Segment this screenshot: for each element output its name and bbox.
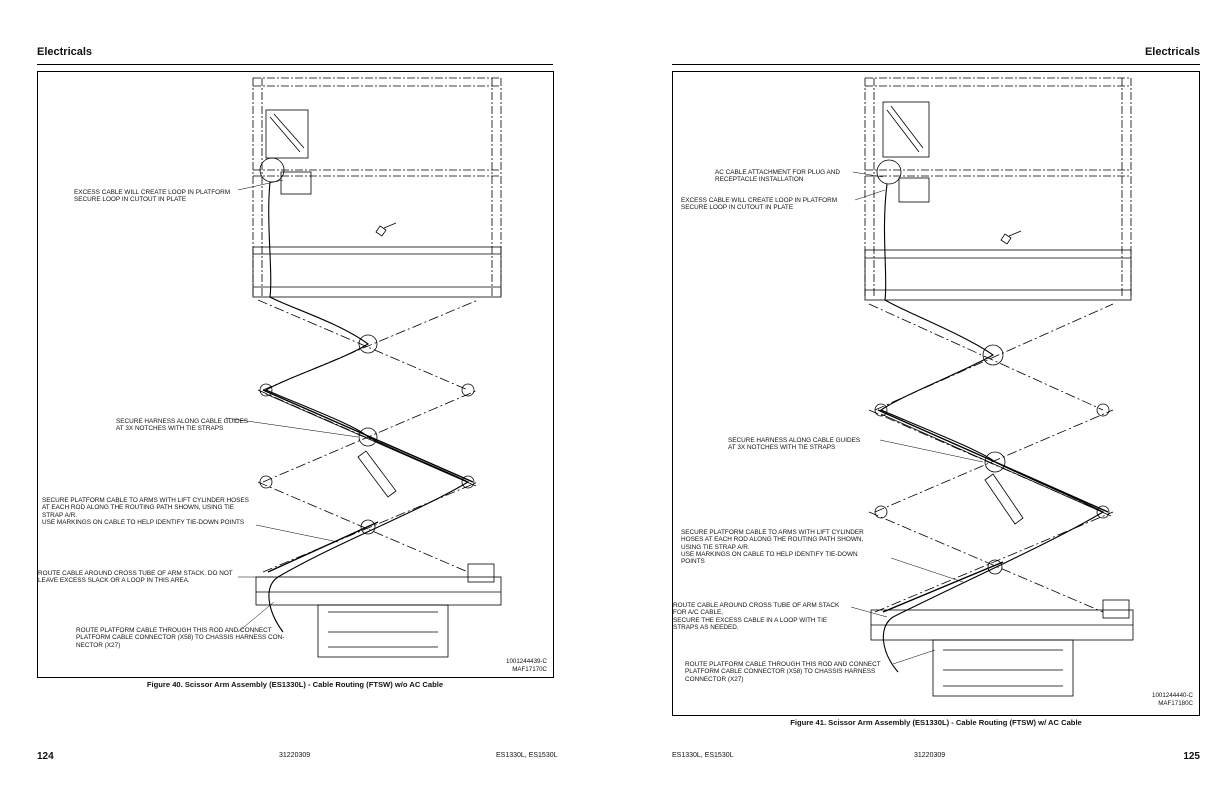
header-rule [672,64,1200,65]
right-page: Electricals [612,0,1224,792]
header-rule [37,64,553,65]
page-number: 125 [1183,751,1200,762]
drawing-id: 1001244440-C MAF17180C [1152,692,1193,707]
model-list: ES1330L, ES1530L [672,752,734,759]
callout-route-cable: ROUTE CABLE AROUND CROSS TUBE OF ARM STA… [673,602,840,631]
left-page: Electricals [37,46,558,762]
section-title: Electricals [1144,46,1200,58]
doc-number: 31220309 [914,752,946,759]
figure-40-frame: EXCESS CABLE WILL CREATE LOOP IN PLATFOR… [37,71,554,678]
scissor-arm-drawing [850,77,1134,697]
figure-caption: Figure 41. Scissor Arm Assembly (ES1330L… [790,718,1082,727]
callout-excess-cable: EXCESS CABLE WILL CREATE LOOP IN PLATFOR… [74,189,231,204]
drawing-id: 1001244439-C MAF17170C [506,658,547,673]
callout-secure-harness: SECURE HARNESS ALONG CABLE GUIDES AT 3X … [116,418,249,433]
figure-41-frame: AC CABLE ATTACHMENT FOR PLUG AND RECEPTA… [672,71,1200,716]
page-number: 124 [37,751,54,762]
callout-route-platform-cable: ROUTE PLATFORM CABLE THROUGH THIS ROD AN… [76,627,285,649]
callout-secure-platform-cable: SECURE PLATFORM CABLE TO ARMS WITH LIFT … [42,497,249,526]
model-list: ES1330L, ES1530L [496,752,558,759]
section-title: Electricals [37,46,93,58]
doc-number: 31220309 [279,752,311,759]
callout-secure-harness: SECURE HARNESS ALONG CABLE GUIDES AT 3X … [728,437,861,452]
scissor-arm-drawing [225,77,502,658]
callout-excess-cable: EXCESS CABLE WILL CREATE LOOP IN PLATFOR… [681,197,838,212]
callout-ac-cable-attachment: AC CABLE ATTACHMENT FOR PLUG AND RECEPTA… [715,169,840,184]
callout-route-platform-cable: ROUTE PLATFORM CABLE THROUGH THIS ROD AN… [685,661,881,683]
callout-route-cable: ROUTE CABLE AROUND CROSS TUBE OF ARM STA… [38,570,233,585]
callout-secure-platform-cable: SECURE PLATFORM CABLE TO ARMS WITH LIFT … [681,529,864,566]
figure-caption: Figure 40. Scissor Arm Assembly (ES1330L… [146,680,444,689]
